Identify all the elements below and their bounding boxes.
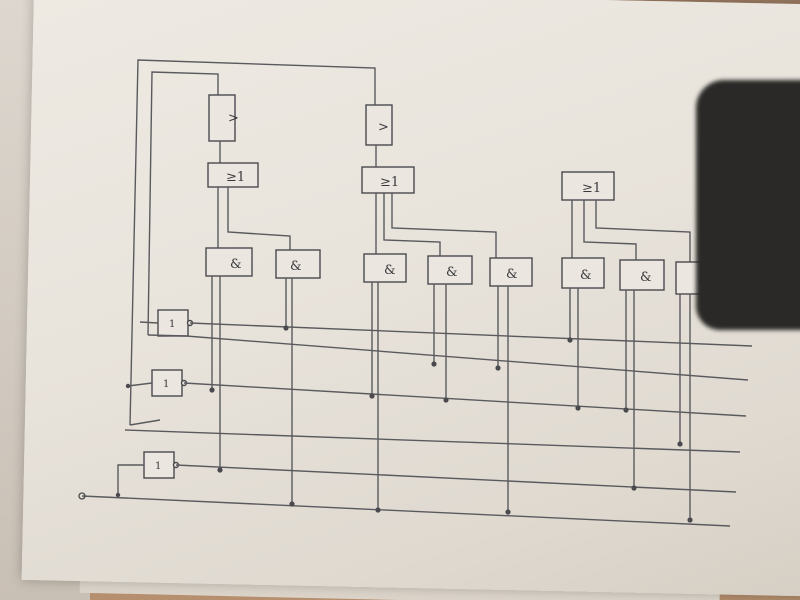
drop-and8 [679, 294, 691, 520]
or-gate-1-label: ≥1 [226, 170, 245, 185]
junction-dots [78, 325, 693, 523]
drop-and3 [371, 282, 379, 510]
and-gate-7 [619, 259, 665, 291]
and-gate-1-label: & [230, 257, 242, 272]
and-gate-4-label: & [446, 265, 458, 280]
or-gate-3-label: ≥1 [582, 181, 601, 196]
inverter-3 [143, 451, 175, 479]
inverter-1-label: 1 [169, 319, 175, 330]
bus-line-3 [183, 382, 747, 417]
and-gate-6 [561, 257, 605, 289]
and-gate-5-label: & [506, 267, 518, 282]
or-gate-2-label: ≥1 [380, 175, 399, 190]
and-gate-3 [363, 253, 407, 283]
camera-shadow [696, 80, 800, 330]
delay-block-2 [365, 104, 393, 146]
bus-line-4 [124, 429, 741, 453]
wire-or3-ands [571, 200, 691, 262]
drop-and4 [433, 284, 447, 400]
drop-and7 [625, 290, 635, 488]
bus-line-6 [81, 495, 731, 527]
and-gate-1 [205, 247, 253, 277]
inverter-feed-3 [117, 464, 144, 495]
and-gate-2 [275, 249, 321, 279]
wire-or1-ands [217, 187, 291, 250]
inverter-3-label: 1 [155, 461, 161, 472]
and-gate-2-label: & [290, 259, 302, 274]
inverter-1 [157, 309, 189, 337]
drop-and2 [285, 278, 293, 504]
delay-label-2: > [378, 120, 389, 135]
feedback-return-wire [129, 419, 161, 426]
drop-and1 [211, 276, 221, 470]
inverter-feed-2 [139, 321, 159, 324]
inverter-2-label: 1 [163, 379, 169, 390]
and-gate-4 [427, 255, 473, 285]
and-gate-3-label: & [384, 263, 396, 278]
inverter-feed-1 [127, 382, 153, 387]
wire-or2-ands [375, 193, 497, 258]
or-gate-1 [207, 162, 259, 188]
or-gate-3 [561, 171, 615, 201]
and-gate-7-label: & [640, 270, 652, 285]
delay-label-1: > [228, 111, 239, 126]
bus-line-1 [189, 322, 753, 347]
or-gate-2 [361, 166, 415, 194]
bus-line-2 [147, 334, 749, 381]
bus-line-5 [175, 464, 737, 493]
feedback-wire-outer [129, 59, 376, 426]
and-gate-5 [489, 257, 533, 287]
delay-block-1 [208, 94, 236, 142]
drop-and6 [569, 288, 579, 408]
feedback-wire-inner [147, 71, 219, 336]
and-gate-6-label: & [580, 268, 592, 283]
drop-and5 [497, 286, 509, 512]
